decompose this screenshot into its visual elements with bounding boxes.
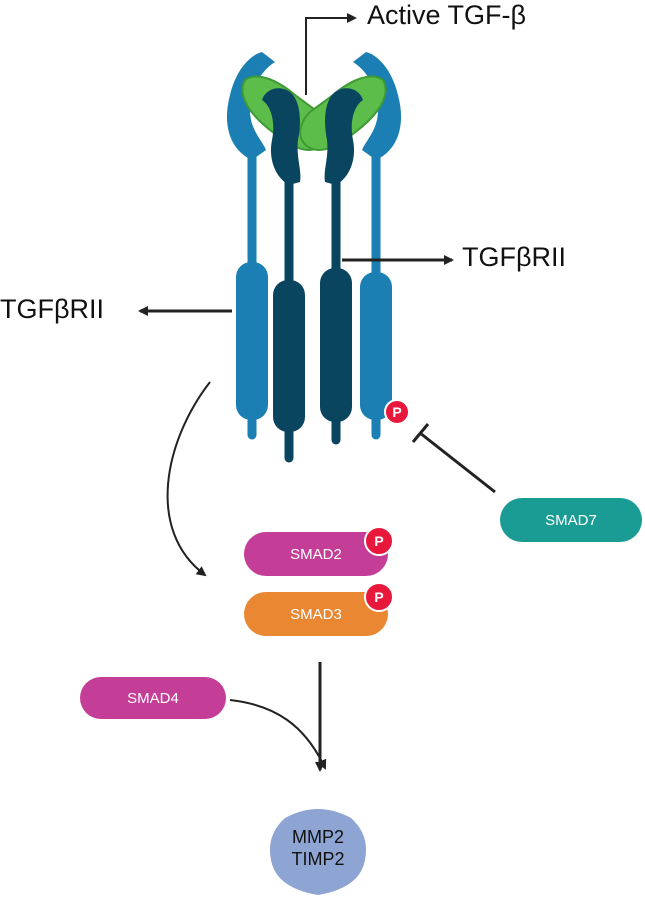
receptor-to-smad-arrow xyxy=(166,381,211,577)
receptor-inner-left xyxy=(262,88,305,463)
receptor-outer-left xyxy=(226,52,275,440)
smad2-phospho-badge: P xyxy=(364,526,394,556)
receptor-phospho-badge: P xyxy=(384,399,410,425)
target-genes-label: MMP2 TIMP2 xyxy=(268,826,368,870)
target-line-1: MMP2 xyxy=(291,827,344,847)
target-gene-shape xyxy=(269,809,367,895)
smad4-pill: SMAD4 xyxy=(80,677,226,719)
smad7-pill: SMAD7 xyxy=(500,498,642,542)
smad7-inhibition xyxy=(411,423,496,494)
active-tgf-beta-ligand xyxy=(241,75,387,151)
smad3-label: SMAD3 xyxy=(290,605,342,623)
ligand-label-arrow xyxy=(305,13,357,95)
smad7-label: SMAD7 xyxy=(545,511,597,529)
smad4-to-target-arrow xyxy=(229,699,327,770)
active-tgf-beta-label: Active TGF-β xyxy=(367,0,527,30)
target-line-2: TIMP2 xyxy=(291,849,345,869)
smad3-phospho-badge: P xyxy=(364,582,394,612)
smad2-label: SMAD2 xyxy=(290,545,342,563)
receptor-inner-right xyxy=(320,88,363,445)
smad4-label: SMAD4 xyxy=(127,689,179,707)
smad3-pill: SMAD3 xyxy=(244,592,388,636)
receptor-outer-right xyxy=(353,52,402,440)
receptor-left-label: TGFβRII xyxy=(0,294,105,324)
receptor-right-label: TGFβRII xyxy=(462,242,567,272)
